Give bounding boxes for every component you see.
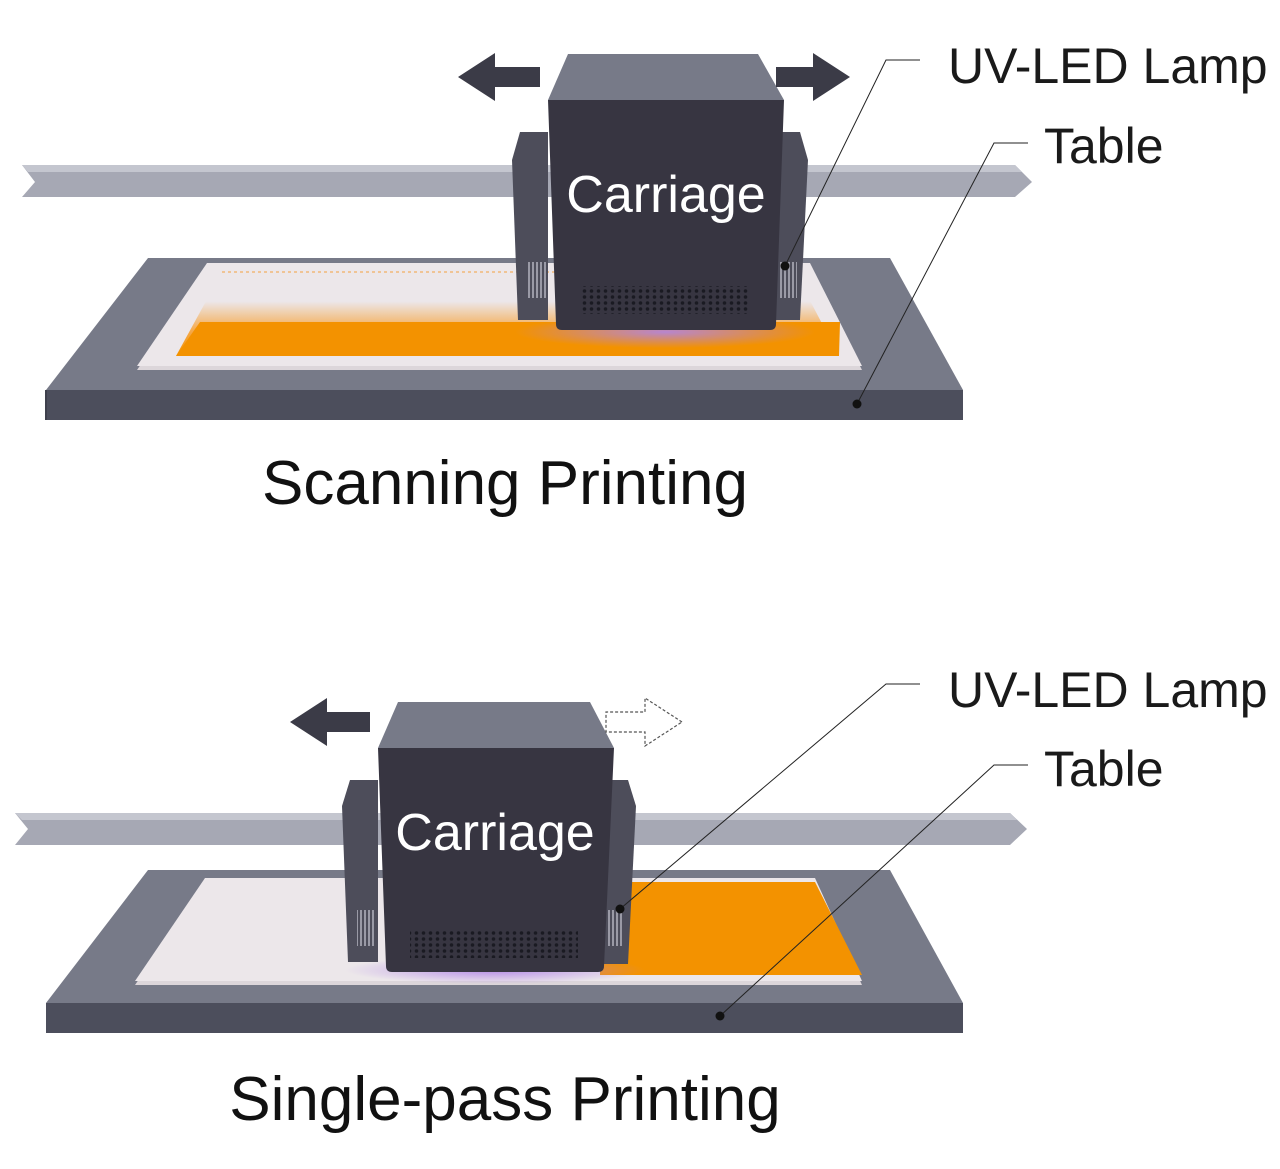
scanning-diagram: Carriage UV-LED Lamp Table Scanning Prin… <box>22 38 1268 518</box>
lamp-leader-line <box>619 683 920 910</box>
carriage-body <box>378 748 614 972</box>
lamp-pointer-dot <box>615 904 625 914</box>
uv-led-lamp-left <box>357 910 375 946</box>
scanning-caption: Scanning Printing <box>262 449 748 518</box>
lamp-leader-line <box>784 59 920 267</box>
carriage-body <box>548 100 784 330</box>
uv-led-lamp-right <box>606 910 624 946</box>
leader-lines <box>615 683 1028 1021</box>
carriage-label: Carriage <box>566 166 765 224</box>
table-pointer-dot <box>852 399 862 409</box>
arrow-left-icon <box>458 53 540 101</box>
leader-lines <box>780 59 1028 409</box>
carriage: Carriage <box>512 54 808 330</box>
table-label: Table <box>1044 741 1164 797</box>
table-leader-line <box>719 764 1028 1017</box>
carriage-label: Carriage <box>395 804 594 862</box>
uv-led-lamp-label: UV-LED Lamp <box>948 662 1268 718</box>
table-leader-line <box>856 142 1028 405</box>
carriage: Carriage <box>342 702 636 972</box>
table-label: Table <box>1044 118 1164 174</box>
uv-led-lamp-right <box>779 262 797 298</box>
uv-led-lamp-label: UV-LED Lamp <box>948 38 1268 94</box>
motion-arrows <box>458 53 850 101</box>
single-pass-caption: Single-pass Printing <box>229 1065 780 1134</box>
motion-arrows <box>290 696 684 748</box>
arrow-left-icon <box>290 698 370 746</box>
nozzle-plate <box>410 930 578 958</box>
arrow-right-icon <box>776 53 850 101</box>
arrow-right-outline-icon <box>605 696 684 748</box>
lamp-pointer-dot <box>780 261 790 271</box>
ink-printed-area <box>600 882 862 975</box>
carriage-top <box>378 702 614 748</box>
uv-led-lamp-left <box>528 262 546 298</box>
nozzle-plate <box>580 286 748 314</box>
table-pointer-dot <box>715 1011 725 1021</box>
single-pass-diagram: Carriage UV-LED Lamp Table Single-pass P… <box>15 662 1268 1134</box>
carriage-top <box>548 54 784 100</box>
